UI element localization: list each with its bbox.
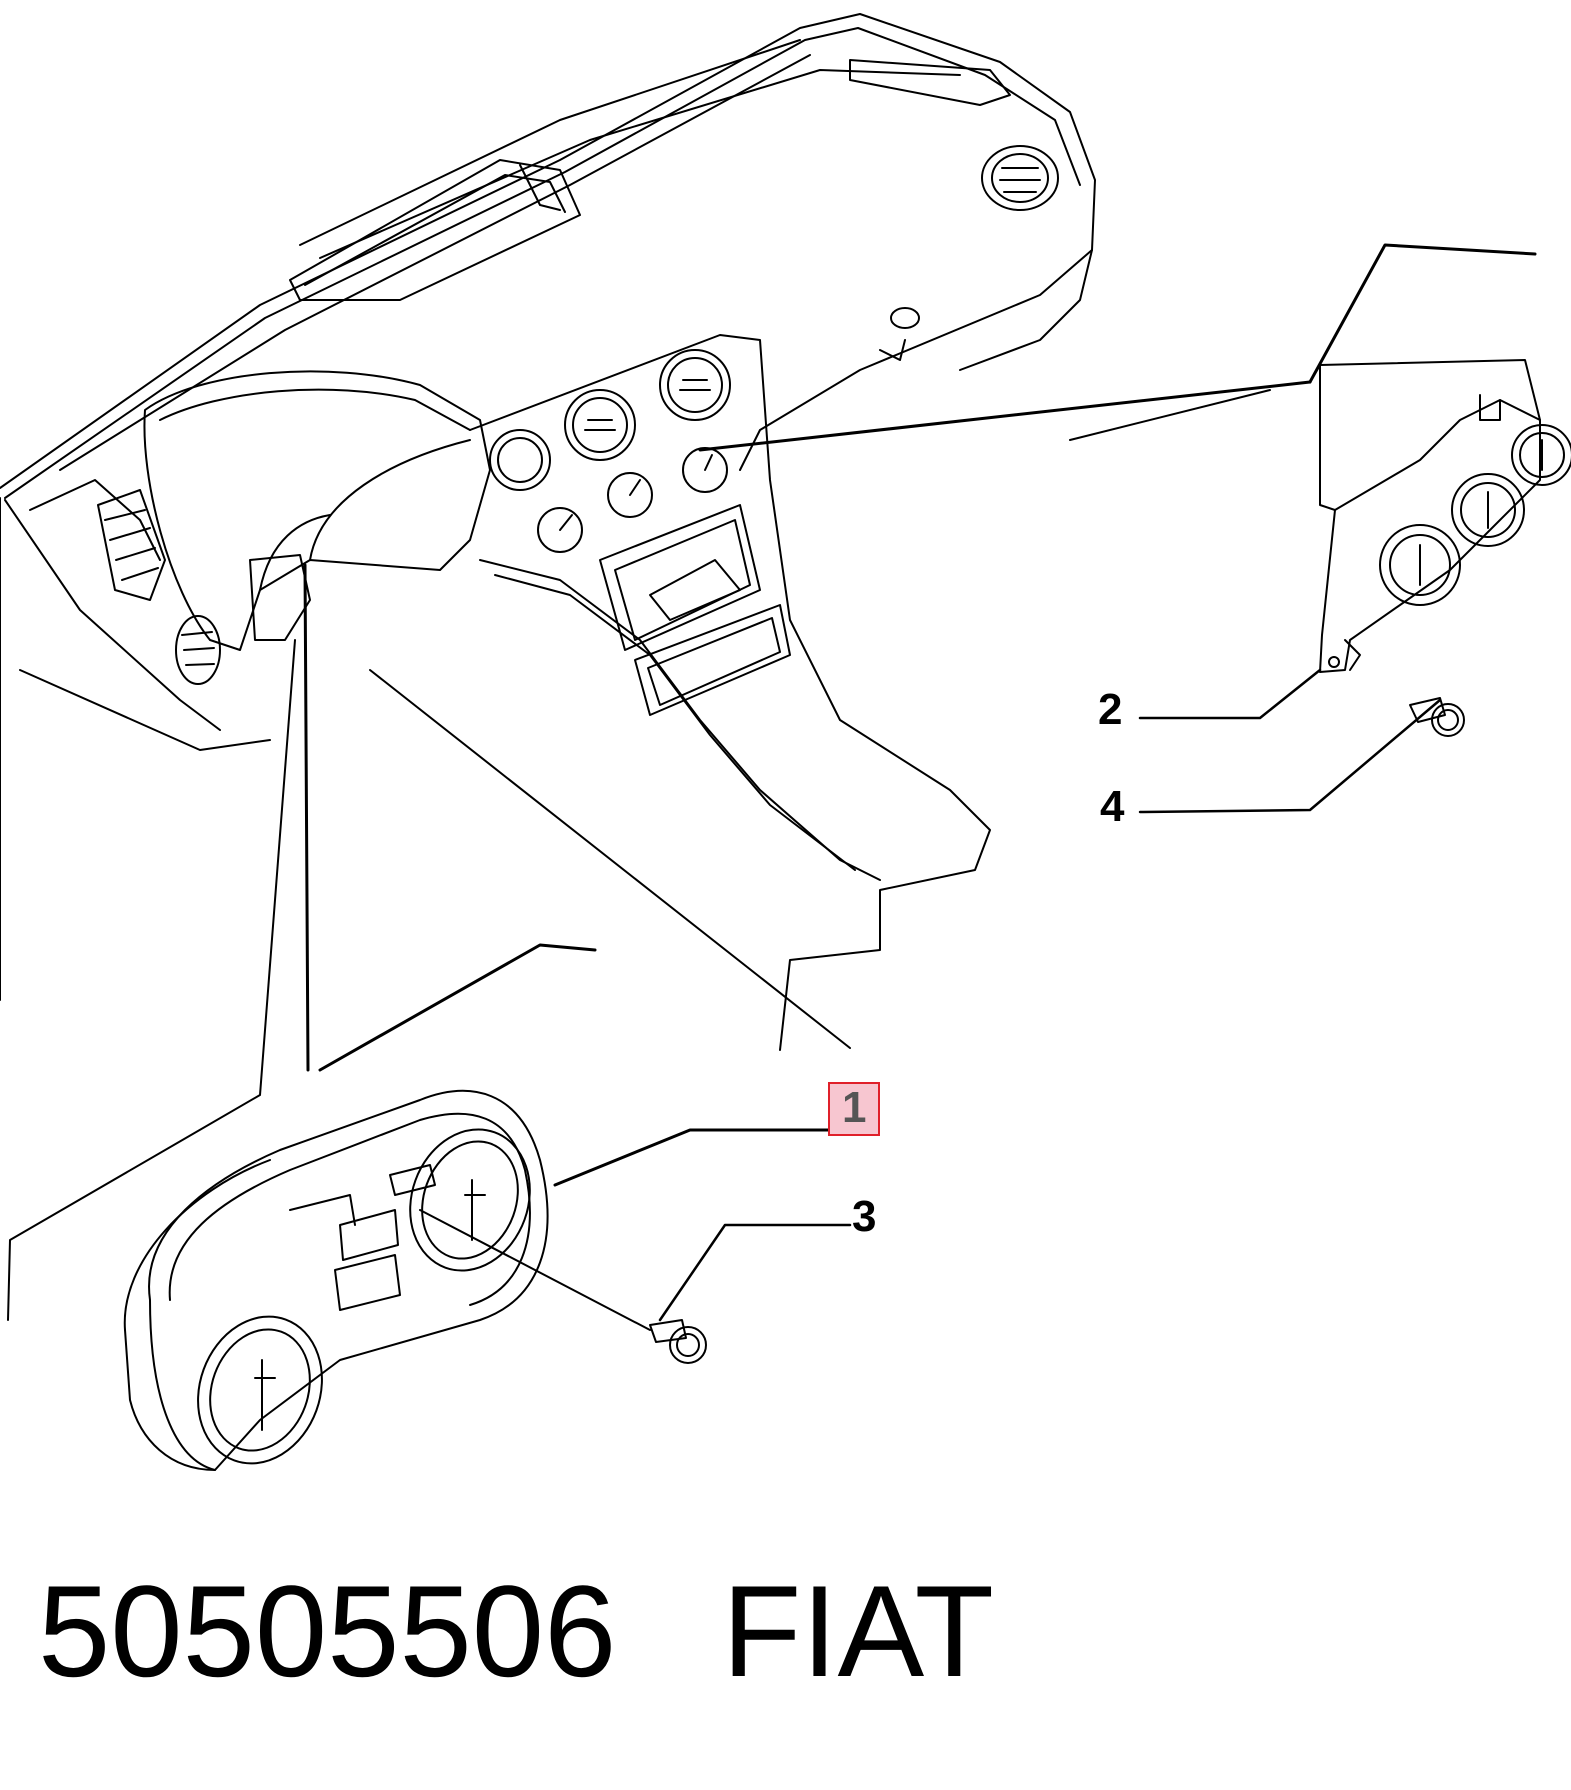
brand-caption: FIAT	[722, 1558, 994, 1704]
climate-control-panel-drawing	[1308, 243, 1571, 673]
callout-4: 4	[1100, 782, 1125, 831]
callout-2: 2	[1098, 685, 1123, 734]
leader-lines	[7, 563, 1442, 1331]
callout-1: 1	[828, 1082, 881, 1136]
instrument-cluster-drawing	[123, 1089, 862, 1471]
part-number-caption: 50505506	[38, 1558, 617, 1704]
screw-3-drawing	[649, 1319, 707, 1364]
screw-4-drawing	[1409, 697, 1465, 737]
dashboard-drawing	[0, 13, 1312, 1051]
callout-3: 3	[852, 1192, 877, 1241]
